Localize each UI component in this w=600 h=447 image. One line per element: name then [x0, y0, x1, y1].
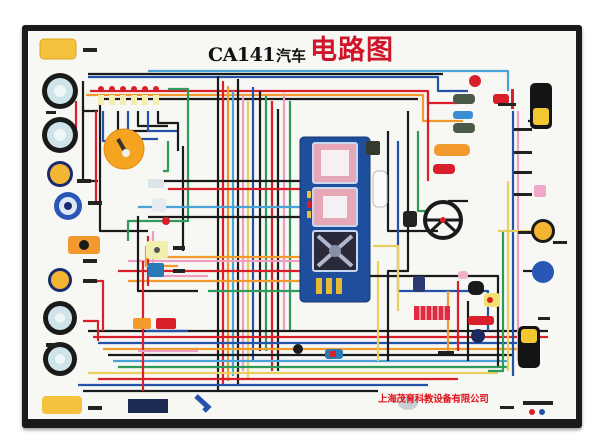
wiring-diagram-board: CA141 汽车 电路图 上海茂育科教设备有限公司 — [22, 25, 582, 428]
title-model: CA141 — [208, 44, 276, 66]
diagram-title: CA141 汽车 电路图 — [208, 35, 395, 67]
manufacturer-label: 上海茂育科教设备有限公司 — [378, 394, 489, 405]
wiring-harness — [39, 38, 567, 415]
title-main: 电路图 — [310, 35, 395, 66]
diagram-panel: CA141 汽车 电路图 上海茂育科教设备有限公司 — [28, 31, 576, 419]
title-vehicle: 汽车 — [276, 47, 307, 65]
